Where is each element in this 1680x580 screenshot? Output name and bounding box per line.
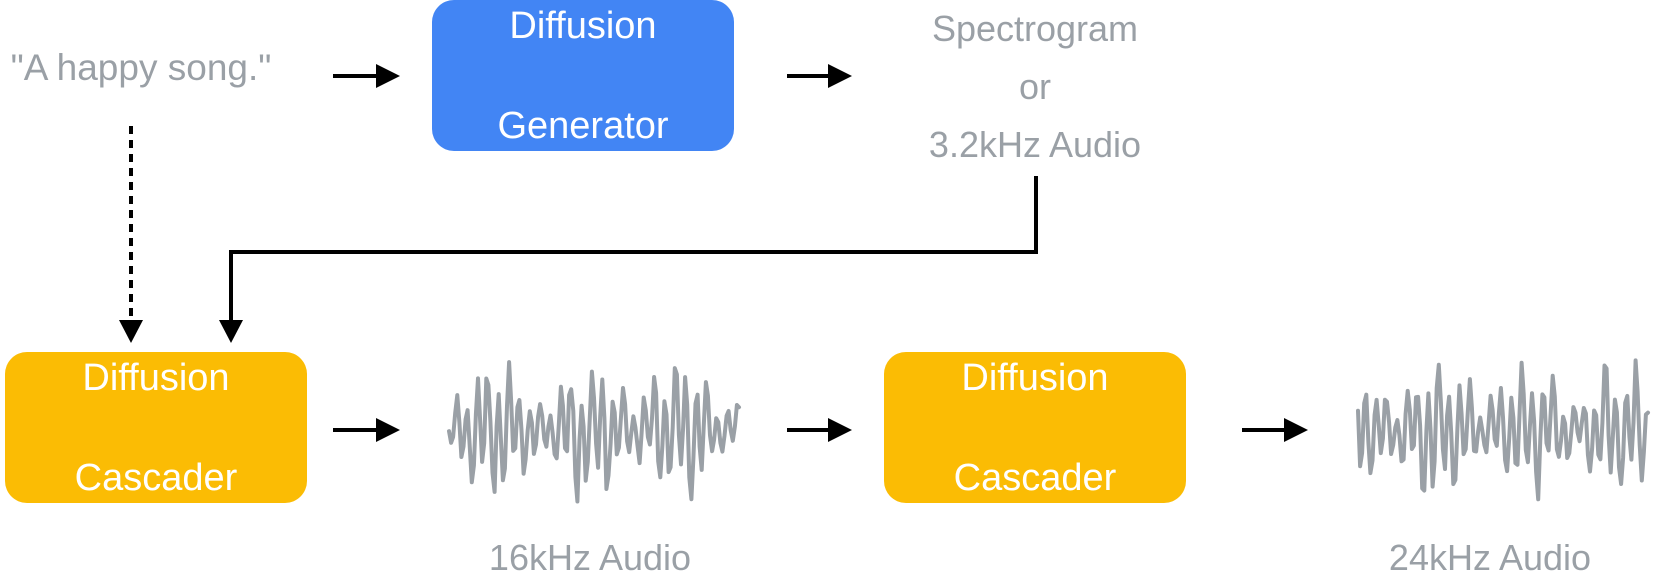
arrow-cascader-2-to-24khz [1242,418,1308,442]
intermediate-line2: or [1018,66,1051,107]
arrow-cascader-1-to-16khz [333,418,400,442]
arrow-generator-to-intermediate [787,64,852,88]
text-prompt: "A happy song." [10,47,272,88]
intermediate-line1: Spectrogram [931,8,1139,49]
diffusion-cascader-box-1: Diffusion Cascader [5,352,307,503]
cascader-2-label-line2: Cascader [953,456,1117,499]
dashed-arrow-prompt-to-cascader [119,126,143,343]
intermediate-line3: 3.2kHz Audio [928,124,1142,165]
arrow-prompt-to-generator [333,64,400,88]
cascader-1-label-line1: Diffusion [82,356,230,399]
diffusion-cascader-box-2: Diffusion Cascader [884,352,1186,503]
cascader-2-label-line1: Diffusion [961,356,1109,399]
diffusion-generator-box: Diffusion Generator [432,0,734,151]
generator-label-line1: Diffusion [509,4,657,47]
intermediate-output-label: Spectrogram or 3.2kHz Audio [905,0,1165,174]
generator-label-line2: Generator [497,104,669,147]
cascader-1-label-line2: Cascader [74,456,238,499]
arrow-intermediate-to-cascader-1 [219,176,1038,343]
arrow-16khz-to-cascader-2 [787,418,852,442]
waveform-24khz-icon [1356,358,1650,502]
waveform-16khz-icon [447,360,741,504]
